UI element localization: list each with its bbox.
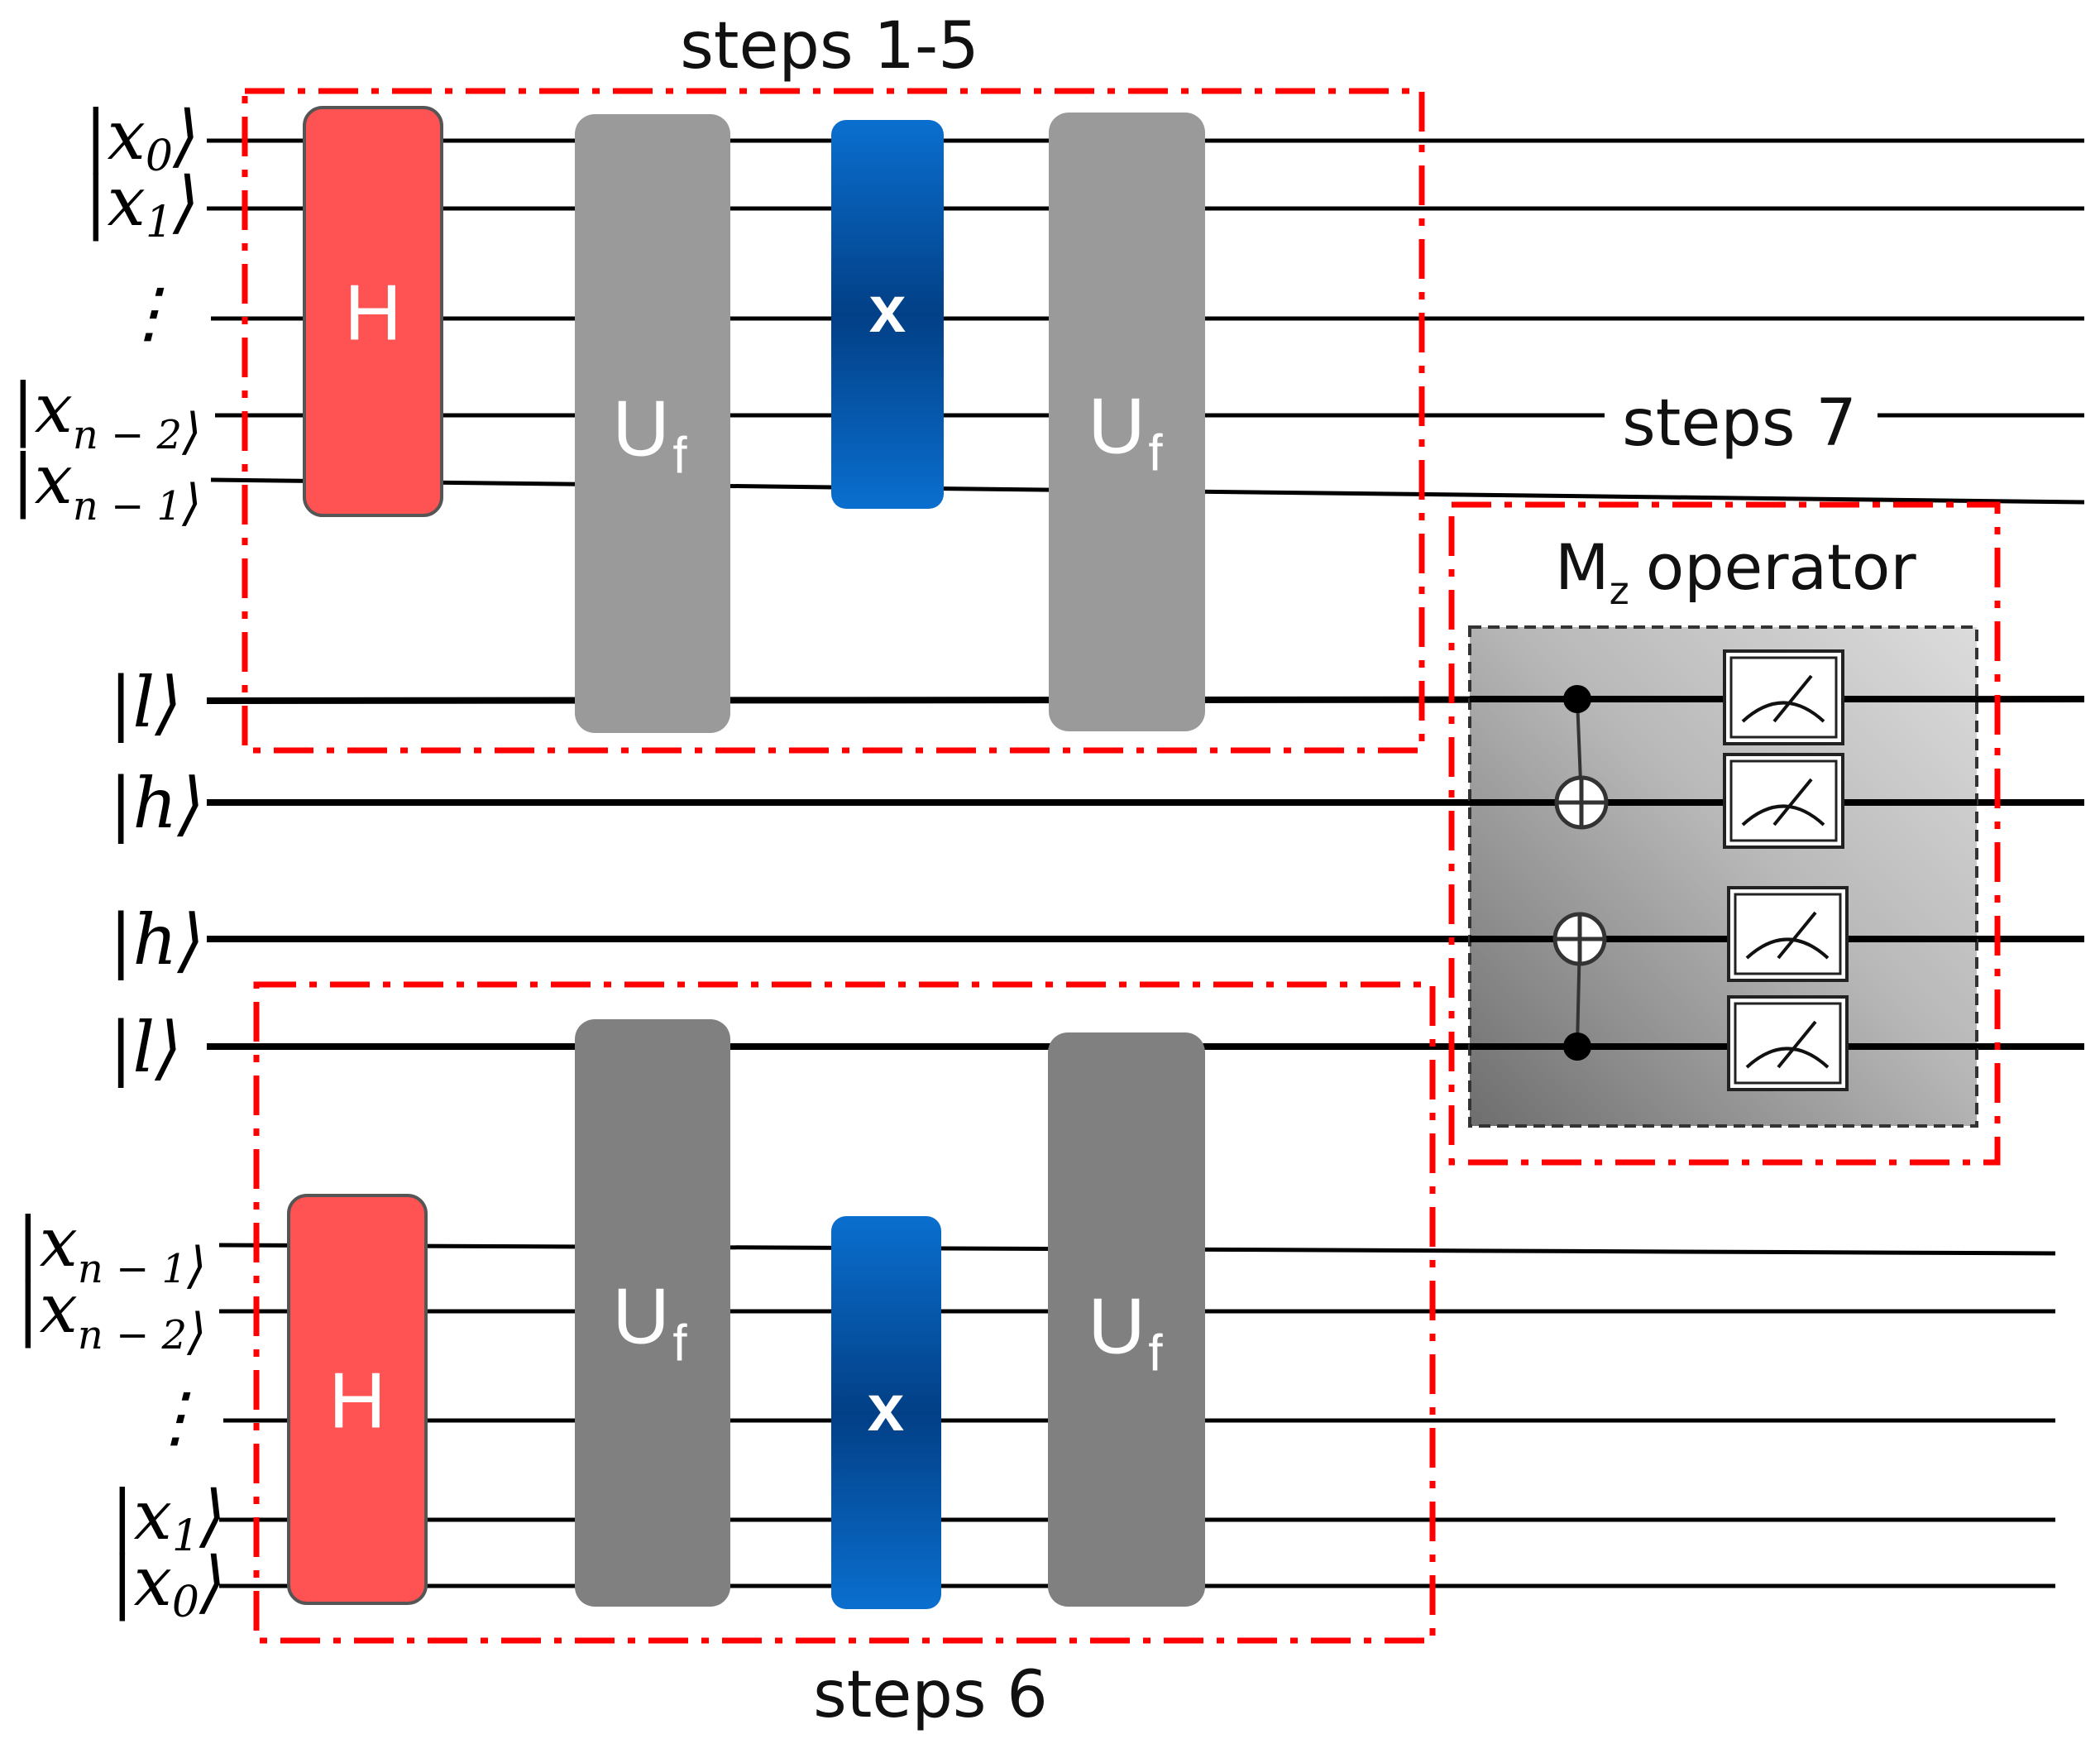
svg-text:f: f <box>672 1315 687 1372</box>
bottom-oracle-gate-2: U f <box>1048 1032 1205 1607</box>
svg-text:x: x <box>869 272 906 346</box>
svg-text:U: U <box>612 1272 669 1360</box>
ket-label: |x1⟩ <box>84 163 199 247</box>
ket-label: |l⟩ <box>109 662 182 743</box>
svg-text:U: U <box>612 384 669 472</box>
vertical-ellipsis: ⋮ <box>142 1378 208 1455</box>
steps-1-5-box <box>242 88 1425 754</box>
svg-text:U: U <box>1088 1281 1145 1370</box>
measurement-meter-icon <box>1723 753 1844 849</box>
bottom-oracle-gate-1: U f <box>575 1019 730 1607</box>
steps-6-label: steps 6 <box>813 1658 1048 1732</box>
ket-label: |x0⟩ <box>111 1543 226 1627</box>
steps-1-5-label: steps 1-5 <box>680 9 979 84</box>
ket-label: |h⟩ <box>109 763 204 844</box>
svg-text:x: x <box>868 1371 905 1444</box>
svg-text:f: f <box>1148 1325 1163 1382</box>
cnot-gate-lower <box>1552 912 1607 1061</box>
cnot-gate-upper <box>1554 685 1609 830</box>
svg-text:U: U <box>1088 381 1145 470</box>
top-hadamard-gate: H <box>303 106 443 517</box>
ket-label: |l⟩ <box>109 1007 182 1088</box>
measurement-meter-icon <box>1727 886 1849 982</box>
svg-text:f: f <box>672 427 687 484</box>
steps-7-label: steps 7 <box>1622 386 1857 461</box>
mz-label-rest: operator <box>1646 530 1917 604</box>
measurement-meter-icon <box>1723 649 1844 745</box>
vertical-ellipsis: ⋮ <box>116 274 182 351</box>
steps-6-box <box>253 981 1436 1644</box>
top-pauli-x-gate: x <box>831 120 944 509</box>
ket-label: |x1⟩ <box>111 1477 226 1561</box>
control-dot <box>1563 1032 1591 1061</box>
top-register-labels: |x0⟩ |x1⟩ ⋮ |xn − 2⟩ |xn − 1⟩ <box>12 97 202 532</box>
ket-label: |x0⟩ <box>84 97 199 181</box>
svg-text:H: H <box>328 1356 385 1444</box>
mz-operator-label: Mz operator <box>1555 530 1916 613</box>
top-oracle-gate-2: U f <box>1049 113 1205 731</box>
measurement-meter-icon <box>1727 995 1849 1091</box>
bottom-pauli-x-gate: x <box>831 1216 941 1609</box>
control-dot <box>1563 685 1591 713</box>
ancilla-labels: |l⟩ |h⟩ |h⟩ |l⟩ <box>109 662 204 1088</box>
bottom-hadamard-gate: H <box>287 1194 428 1605</box>
steps-7-box <box>1448 501 2001 1166</box>
ket-label: |h⟩ <box>109 899 204 980</box>
mz-label-sub: z <box>1610 568 1629 613</box>
mz-label-main: M <box>1555 530 1610 604</box>
top-oracle-gate-1: U f <box>575 114 730 733</box>
mz-operator-block <box>1468 625 1978 1128</box>
bottom-register-labels: |xn − 1⟩ |xn − 2⟩ ⋮ |x1⟩ |x0⟩ <box>17 1204 226 1627</box>
svg-text:f: f <box>1148 424 1163 481</box>
svg-text:H: H <box>344 268 401 357</box>
